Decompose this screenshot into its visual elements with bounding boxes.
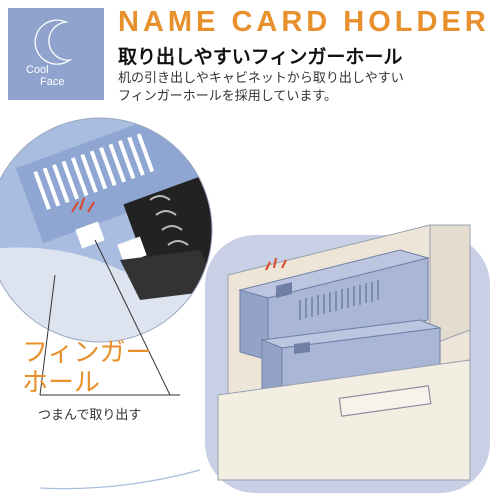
description: 机の引き出しやキャビネットから取り出しやすい フィンガーホールを採用しています。 (118, 70, 488, 106)
finger-hole-label: フィンガー ホール (22, 338, 151, 398)
finger-hole-line-1: フィンガー (22, 338, 152, 368)
logo-line-2: Face (40, 76, 65, 88)
description-line-1: 机の引き出しやキャビネットから取り出しやすい (118, 71, 404, 86)
drawer-side (429, 224, 471, 346)
finger-hole-tab (276, 282, 292, 298)
page-title: NAME CARD HOLDER (118, 6, 490, 38)
page-subtitle: 取り出しやすいフィンガーホール (118, 46, 403, 68)
drawer-handle (338, 385, 432, 417)
cool-face-logo: Cool Face (8, 8, 104, 100)
finger-hole-line-2: ホール (22, 368, 101, 398)
highlight-marks-icon (265, 257, 287, 271)
holder-slits (299, 280, 379, 320)
finger-hole-tab-2 (294, 342, 310, 354)
logo-line-1: Cool (26, 64, 49, 76)
description-line-2: フィンガーホールを採用しています。 (118, 89, 338, 104)
callout-caption: つまんで取り出す (38, 408, 142, 423)
crescent-logo-icon (34, 19, 73, 65)
logo-text: Cool Face (26, 64, 64, 88)
